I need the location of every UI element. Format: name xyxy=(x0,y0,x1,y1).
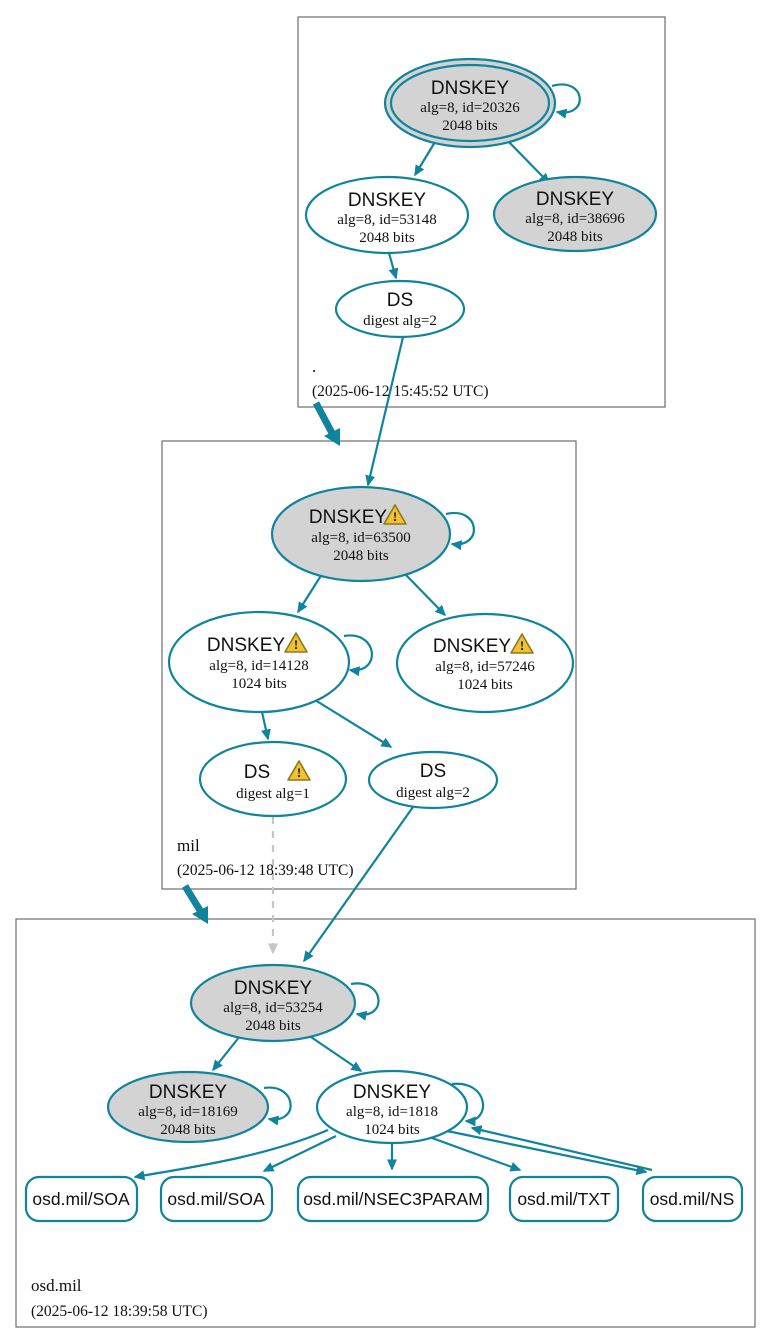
node-attr: digest alg=1 xyxy=(236,786,310,802)
node-dnskey-38696[interactable]: DNSKEY alg=8, id=38696 2048 bits xyxy=(492,175,658,253)
zone-timestamp-root: (2025-06-12 15:45:52 UTC) xyxy=(312,383,489,400)
edge-dnskey-1818-to-ns xyxy=(446,1129,648,1175)
node-ds-root[interactable]: DS digest alg=2 xyxy=(334,279,466,339)
node-attr: 2048 bits xyxy=(547,229,603,245)
rrset-label: osd.mil/NS xyxy=(650,1189,735,1209)
node-dnskey-20326-ksk[interactable]: DNSKEY alg=8, id=20326 2048 bits xyxy=(383,57,557,149)
node-dnskey-53254-ksk[interactable]: DNSKEY alg=8, id=53254 2048 bits xyxy=(189,963,357,1043)
edge-mil-ds2-to-osd-dnskey-53254 xyxy=(303,806,414,963)
svg-text:!: ! xyxy=(393,509,397,524)
edge-dnskey-14128-to-ds2 xyxy=(314,699,393,748)
node-rrset-osd-mil-ns[interactable]: osd.mil/NS xyxy=(641,1175,744,1223)
delegation-arrow-root-to-mil xyxy=(312,401,340,446)
node-title: DNSKEY xyxy=(353,1082,431,1103)
node-attr: digest alg=2 xyxy=(396,785,470,801)
edge-ns-to-dnskey-1818 xyxy=(470,1125,653,1172)
node-attr: 1024 bits xyxy=(364,1122,420,1138)
node-attr: alg=8, id=53254 xyxy=(223,1000,323,1016)
zone-box-osd-mil xyxy=(15,918,756,1328)
node-attr: 2048 bits xyxy=(333,548,389,564)
edge-dnskey-63500-to-dnskey-14128 xyxy=(297,573,323,614)
node-attr: alg=8, id=38696 xyxy=(525,211,625,227)
rrset-label: osd.mil/SOA xyxy=(167,1189,265,1209)
warning-icon: ! xyxy=(383,504,407,525)
node-title: DNSKEY xyxy=(234,978,312,999)
edge-dnskey-20326-to-dnskey-38696 xyxy=(506,139,551,185)
zone-label-root: . xyxy=(312,357,316,376)
node-attr: alg=8, id=57246 xyxy=(435,659,535,675)
edge-root-ds-to-mil-dnskey-63500 xyxy=(365,336,405,487)
node-attr: alg=8, id=18169 xyxy=(138,1104,237,1120)
node-attr: alg=8, id=1818 xyxy=(346,1104,438,1120)
zone-label-osd-mil: osd.mil xyxy=(31,1276,82,1295)
zone-label-mil: mil xyxy=(177,836,200,855)
node-dnskey-18169[interactable]: DNSKEY alg=8, id=18169 2048 bits xyxy=(106,1070,270,1144)
node-title: DNSKEY xyxy=(207,635,285,656)
node-attr: 1024 bits xyxy=(457,677,513,693)
node-title: DNSKEY xyxy=(149,1082,227,1103)
edge-dnskey-1818-to-soa2 xyxy=(262,1135,337,1172)
delegation-arrow-mil-to-osd xyxy=(182,884,208,924)
node-dnskey-53148[interactable]: DNSKEY alg=8, id=53148 2048 bits xyxy=(304,175,470,255)
edge-dnskey-53254-to-dnskey-18169 xyxy=(212,1035,241,1072)
zone-timestamp-osd-mil: (2025-06-12 18:39:58 UTC) xyxy=(31,1303,208,1320)
node-dnskey-63500-ksk[interactable]: DNSKEY ! alg=8, id=63500 2048 bits xyxy=(270,485,452,583)
node-dnskey-57246[interactable]: DNSKEY ! alg=8, id=57246 1024 bits xyxy=(395,612,575,714)
node-attr: alg=8, id=63500 xyxy=(311,530,410,546)
rrset-label: osd.mil/NSEC3PARAM xyxy=(303,1189,483,1209)
edge-selfsign-dnskey-20326 xyxy=(551,83,581,119)
node-title: DS xyxy=(244,762,270,783)
node-attr: alg=8, id=53148 xyxy=(337,212,436,228)
zone-box-mil xyxy=(161,440,577,890)
zone-timestamp-mil: (2025-06-12 18:39:48 UTC) xyxy=(177,862,354,879)
edge-dnskey-53148-to-ds xyxy=(387,252,399,280)
node-attr: digest alg=2 xyxy=(363,313,437,329)
warning-icon: ! xyxy=(510,633,534,654)
edge-dnskey-1818-to-txt xyxy=(431,1136,522,1172)
node-attr: alg=8, id=20326 xyxy=(420,100,520,116)
warning-icon: ! xyxy=(284,632,308,653)
node-attr: 2048 bits xyxy=(160,1122,216,1138)
edge-dnskey-1818-to-soa1 xyxy=(133,1128,329,1181)
node-dnskey-14128[interactable]: DNSKEY ! alg=8, id=14128 1024 bits xyxy=(167,610,351,714)
node-rrset-osd-mil-soa-1[interactable]: osd.mil/SOA xyxy=(24,1175,139,1223)
svg-text:!: ! xyxy=(297,765,301,780)
node-ds2-mil[interactable]: DS digest alg=2 xyxy=(367,750,499,810)
node-title: DNSKEY xyxy=(309,507,387,528)
node-attr: 2048 bits xyxy=(442,118,498,134)
node-title: DS xyxy=(387,290,413,311)
edge-dnskey-14128-to-ds1 xyxy=(260,711,271,741)
edge-selfsign-dnskey-1818 xyxy=(451,1082,485,1127)
edge-dnskey-63500-to-dnskey-57246 xyxy=(403,572,447,617)
node-attr: 1024 bits xyxy=(231,676,287,692)
svg-text:!: ! xyxy=(294,637,298,652)
node-title: DNSKEY xyxy=(431,78,509,99)
node-title: DS xyxy=(420,761,446,782)
zone-box-root xyxy=(297,16,666,408)
edge-dnskey-20326-to-dnskey-53148 xyxy=(414,141,436,177)
rrset-label: osd.mil/TXT xyxy=(517,1189,611,1209)
warning-icon: ! xyxy=(287,760,311,781)
node-title: DNSKEY xyxy=(536,189,614,210)
edge-selfsign-dnskey-53254 xyxy=(350,982,380,1021)
edge-selfsign-dnskey-14128 xyxy=(343,634,373,677)
svg-text:!: ! xyxy=(520,638,524,653)
node-title: DNSKEY xyxy=(348,190,426,211)
node-dnskey-1818[interactable]: DNSKEY alg=8, id=1818 1024 bits xyxy=(315,1069,469,1145)
node-rrset-osd-mil-soa-2[interactable]: osd.mil/SOA xyxy=(159,1175,274,1223)
rrset-label: osd.mil/SOA xyxy=(32,1189,130,1209)
edge-selfsign-dnskey-18169 xyxy=(263,1086,292,1126)
node-attr: 2048 bits xyxy=(359,230,415,246)
node-attr: alg=8, id=14128 xyxy=(209,658,308,674)
node-rrset-osd-mil-txt[interactable]: osd.mil/TXT xyxy=(508,1175,620,1223)
edge-selfsign-dnskey-63500 xyxy=(445,511,475,551)
node-attr: 2048 bits xyxy=(245,1018,301,1034)
node-rrset-osd-mil-nsec3param[interactable]: osd.mil/NSEC3PARAM xyxy=(296,1175,490,1223)
node-ds1-mil[interactable]: DS ! digest alg=1 xyxy=(198,740,348,818)
edge-dnskey-53254-to-dnskey-1818 xyxy=(307,1034,363,1072)
node-title: DNSKEY xyxy=(433,636,511,657)
